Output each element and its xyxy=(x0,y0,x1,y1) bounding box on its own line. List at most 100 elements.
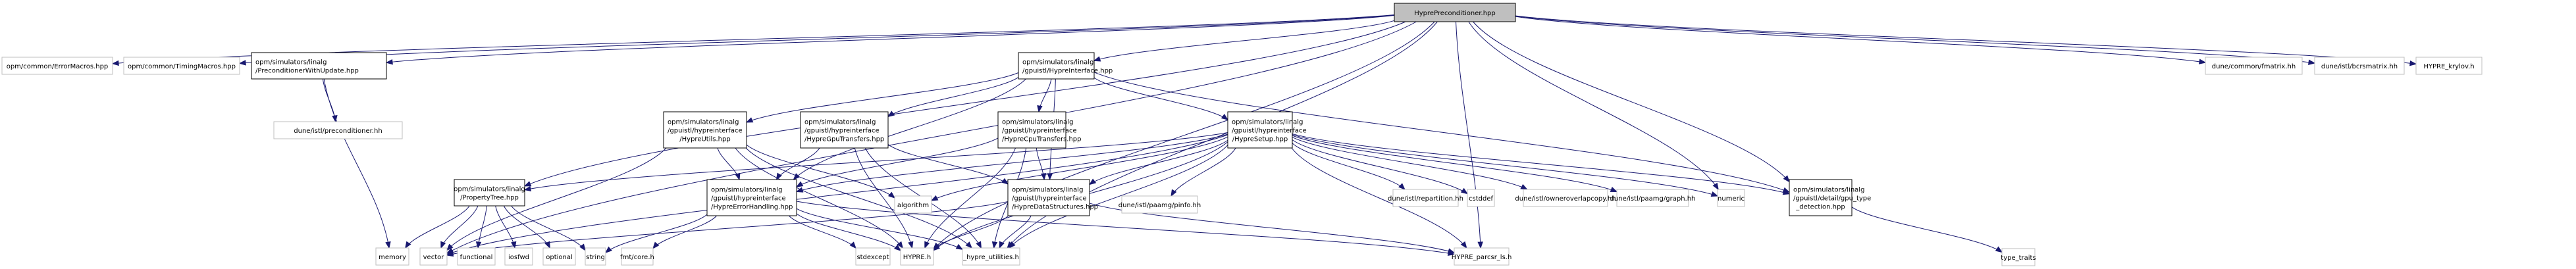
edge-hypreerror-to-hypreutilh xyxy=(796,208,963,250)
node-hypreerror[interactable]: opm/simulators/linalg/gpuistl/hypreinter… xyxy=(706,179,797,216)
node-stdexcept[interactable]: stdexcept xyxy=(855,247,891,266)
node-label: fmt/core.h xyxy=(620,254,654,261)
node-label: /gpuistl/HypreInterface.hpp xyxy=(1022,68,1113,75)
node-box[interactable] xyxy=(1717,189,1745,207)
arrowhead-icon xyxy=(1782,189,1791,195)
node-fmtcore[interactable]: fmt/core.h xyxy=(620,247,654,266)
node-box[interactable] xyxy=(1018,52,1095,80)
node-box[interactable] xyxy=(855,247,891,266)
node-box[interactable] xyxy=(663,111,747,149)
node-box[interactable] xyxy=(2415,57,2483,75)
node-box[interactable] xyxy=(273,121,403,139)
nodes-layer: HyprePreconditioner.hpp opm/common/ErrorM… xyxy=(1,3,2483,266)
edge-hypresetup-to-hypreerror xyxy=(796,134,1228,192)
node-label: numeric xyxy=(1718,195,1745,203)
node-hypresetup[interactable]: opm/simulators/linalg/gpuistl/hypreinter… xyxy=(1227,111,1307,149)
edge-root-to-parcsr xyxy=(1456,21,1481,249)
arrowhead-icon xyxy=(446,251,454,257)
node-box[interactable] xyxy=(1392,189,1459,207)
node-box[interactable] xyxy=(1467,189,1495,207)
node-graph[interactable]: dune/istl/paamg/graph.hh xyxy=(1610,189,1696,207)
node-box[interactable] xyxy=(1227,111,1293,149)
node-box[interactable] xyxy=(997,111,1066,149)
node-hypreh[interactable]: HYPRE.h xyxy=(900,247,934,266)
node-memory[interactable]: memory xyxy=(375,247,409,266)
node-label: opm/simulators/linalg xyxy=(804,119,876,126)
node-label: /gpuistl/detail/gpu_type xyxy=(1793,195,1871,203)
node-box[interactable] xyxy=(894,195,932,214)
node-typetraits[interactable]: type_traits xyxy=(2001,248,2036,266)
node-box[interactable] xyxy=(962,247,1020,266)
node-bcrsmatrix[interactable]: dune/istl/bcrsmatrix.hh xyxy=(2314,57,2405,75)
node-hypredata[interactable]: opm/simulators/linalg/gpuistl/hypreinter… xyxy=(1007,179,1098,216)
edge-root-to-precwithupdate xyxy=(386,14,1395,63)
node-hypreutils[interactable]: opm/simulators/linalg/gpuistl/hypreinter… xyxy=(663,111,747,149)
node-box[interactable] xyxy=(1523,189,1608,207)
node-box[interactable] xyxy=(419,247,448,266)
arrowhead-icon xyxy=(1037,105,1043,113)
node-owneroverlap[interactable]: dune/istl/owneroverlapcopy.hh xyxy=(1515,189,1616,207)
node-box[interactable] xyxy=(1394,3,1516,22)
node-box[interactable] xyxy=(2314,57,2405,75)
node-pinfo[interactable]: dune/istl/paamg/pinfo.hh xyxy=(1118,195,1201,214)
node-krylov[interactable]: HYPRE_krylov.h xyxy=(2415,57,2483,75)
node-box[interactable] xyxy=(585,247,606,266)
node-box[interactable] xyxy=(1454,247,1510,266)
arrowhead-icon xyxy=(405,241,411,249)
node-box[interactable] xyxy=(2205,57,2303,75)
node-string[interactable]: string xyxy=(585,247,606,266)
node-iosfwd[interactable]: iosfwd xyxy=(504,247,533,266)
node-gputype[interactable]: opm/simulators/linalg/gpuistl/detail/gpu… xyxy=(1789,179,1871,216)
node-box[interactable] xyxy=(2001,248,2036,266)
node-box[interactable] xyxy=(457,247,496,266)
node-box[interactable] xyxy=(542,247,576,266)
node-label: dune/istl/paamg/pinfo.hh xyxy=(1118,202,1201,209)
edge-hypreutils-to-vector xyxy=(446,147,667,251)
node-timingmacros[interactable]: opm/common/TimingMacros.hpp xyxy=(123,57,240,75)
node-box[interactable] xyxy=(800,111,889,149)
node-box[interactable] xyxy=(454,179,525,207)
node-box[interactable] xyxy=(706,179,797,216)
node-hypreutilh[interactable]: _hypre_utilities.h xyxy=(962,247,1020,266)
arrowhead-icon xyxy=(1170,189,1177,197)
node-functional[interactable]: functional xyxy=(457,247,496,266)
node-label: /HypreUtils.hpp xyxy=(679,136,730,143)
node-preconditioner[interactable]: dune/istl/preconditioner.hh xyxy=(273,121,403,139)
node-label: opm/simulators/linalg xyxy=(1793,187,1864,194)
arrowhead-icon xyxy=(795,181,804,187)
node-optional[interactable]: optional xyxy=(542,247,576,266)
node-box[interactable] xyxy=(1007,179,1090,216)
edge-gputype-to-typetraits xyxy=(1851,207,2003,253)
node-box[interactable] xyxy=(251,52,387,80)
arrowhead-icon xyxy=(604,246,612,254)
node-propertytree[interactable]: opm/simulators/linalg/PropertyTree.hpp xyxy=(454,179,525,207)
node-cstddef[interactable]: cstddef xyxy=(1467,189,1495,207)
node-root[interactable]: HyprePreconditioner.hpp xyxy=(1394,3,1516,22)
node-box[interactable] xyxy=(1789,179,1853,216)
node-precwithupdate[interactable]: opm/simulators/linalg/PreconditionerWith… xyxy=(251,52,387,80)
node-parcsr[interactable]: HYPRE_parcsr_ls.h xyxy=(1452,247,1512,266)
node-algorithm[interactable]: algorithm xyxy=(894,195,932,214)
edge-hypreinterface-to-hypresetup xyxy=(1093,77,1228,120)
node-box[interactable] xyxy=(1,57,113,75)
node-fmatrix[interactable]: dune/common/fmatrix.hh xyxy=(2205,57,2303,75)
node-hyprecpu[interactable]: opm/simulators/linalg/gpuistl/hypreinter… xyxy=(997,111,1082,149)
node-label: /HypreDataStructures.hpp xyxy=(1012,204,1098,211)
edge-root-to-vector xyxy=(446,21,1417,254)
node-box[interactable] xyxy=(123,57,240,75)
edge-hypresetup-to-cstddef xyxy=(1292,139,1468,195)
arrowhead-icon xyxy=(1710,191,1719,197)
arrowhead-icon xyxy=(1093,56,1101,62)
node-errmacros[interactable]: opm/common/ErrorMacros.hpp xyxy=(1,57,113,75)
node-vector[interactable]: vector xyxy=(419,247,448,266)
node-box[interactable] xyxy=(621,247,654,266)
node-box[interactable] xyxy=(375,247,409,266)
node-hypregpu[interactable]: opm/simulators/linalg/gpuistl/hypreinter… xyxy=(800,111,889,149)
node-repartition[interactable]: dune/istl/repartition.hh xyxy=(1388,189,1463,207)
node-hypreinterface[interactable]: opm/simulators/linalg/gpuistl/HypreInter… xyxy=(1018,52,1113,80)
node-box[interactable] xyxy=(900,247,934,266)
node-numeric[interactable]: numeric xyxy=(1717,189,1745,207)
node-box[interactable] xyxy=(504,247,533,266)
node-box[interactable] xyxy=(1616,189,1689,207)
node-box[interactable] xyxy=(1121,195,1198,214)
